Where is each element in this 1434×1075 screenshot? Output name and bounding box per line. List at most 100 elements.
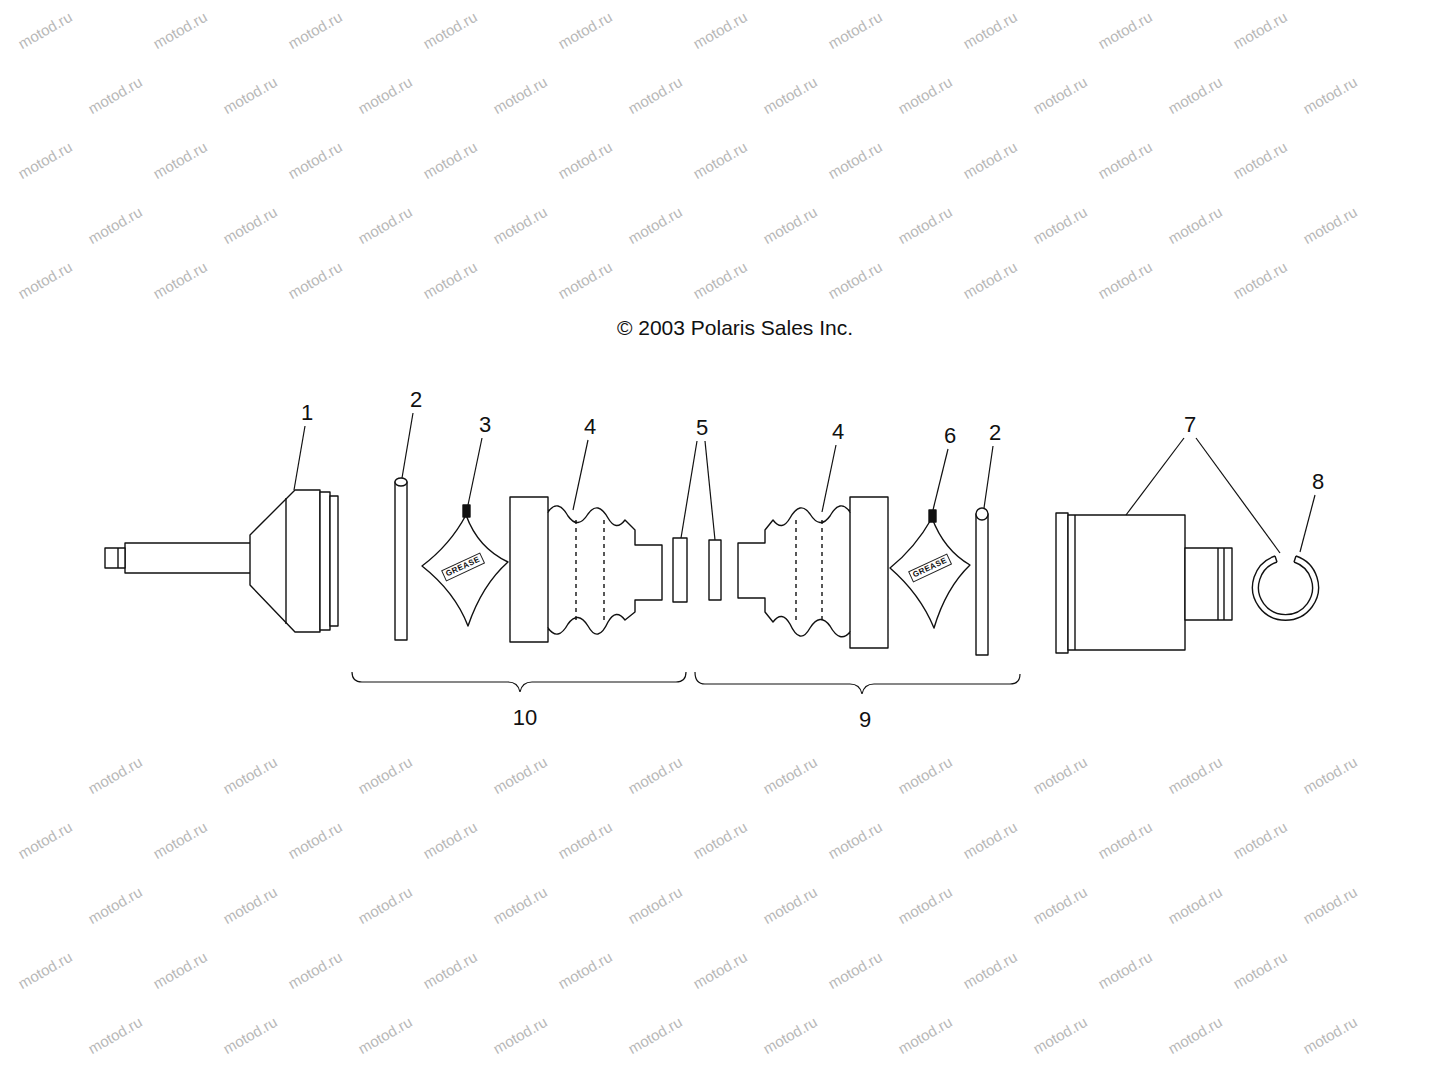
group-number: 9 bbox=[859, 709, 871, 731]
callout-number: 8 bbox=[1312, 471, 1324, 493]
watermark: motod.ru bbox=[961, 139, 1020, 182]
watermark: motod.ru bbox=[421, 9, 480, 52]
watermark: motod.ru bbox=[1166, 884, 1225, 927]
watermark: motod.ru bbox=[1096, 819, 1155, 862]
watermark: motod.ru bbox=[1096, 949, 1155, 992]
watermark: motod.ru bbox=[691, 819, 750, 862]
watermark: motod.ru bbox=[86, 204, 145, 247]
grease-label: GREASE bbox=[908, 554, 952, 583]
small-clamp bbox=[673, 538, 721, 602]
watermark: motod.ru bbox=[151, 949, 210, 992]
watermark: motod.ru bbox=[626, 204, 685, 247]
watermark: motod.ru bbox=[86, 884, 145, 927]
watermark: motod.ru bbox=[86, 74, 145, 117]
watermark: motod.ru bbox=[626, 1014, 685, 1057]
clamp-band bbox=[976, 508, 988, 655]
watermark: motod.ru bbox=[961, 949, 1020, 992]
watermark: motod.ru bbox=[761, 884, 820, 927]
watermark: motod.ru bbox=[1166, 1014, 1225, 1057]
watermark: motod.ru bbox=[286, 949, 345, 992]
watermark: motod.ru bbox=[556, 9, 615, 52]
watermark: motod.ru bbox=[896, 204, 955, 247]
plunging-joint-housing bbox=[1056, 513, 1232, 653]
watermark: motod.ru bbox=[1301, 754, 1360, 797]
grease-packet bbox=[890, 510, 970, 628]
watermark: motod.ru bbox=[356, 74, 415, 117]
watermark: motod.ru bbox=[16, 139, 75, 182]
watermark: motod.ru bbox=[491, 754, 550, 797]
watermark: motod.ru bbox=[691, 949, 750, 992]
watermark: motod.ru bbox=[761, 754, 820, 797]
watermark: motod.ru bbox=[1166, 204, 1225, 247]
watermark: motod.ru bbox=[626, 74, 685, 117]
watermark: motod.ru bbox=[556, 259, 615, 302]
watermark: motod.ru bbox=[961, 9, 1020, 52]
watermark: motod.ru bbox=[1031, 754, 1090, 797]
group-bracket bbox=[352, 672, 1020, 694]
watermark: motod.ru bbox=[1166, 74, 1225, 117]
watermark: motod.ru bbox=[826, 259, 885, 302]
watermark: motod.ru bbox=[826, 819, 885, 862]
snap-ring bbox=[1253, 556, 1319, 620]
watermark: motod.ru bbox=[961, 819, 1020, 862]
watermark: motod.ru bbox=[761, 204, 820, 247]
watermark: motod.ru bbox=[1031, 884, 1090, 927]
watermark: motod.ru bbox=[286, 819, 345, 862]
cv-boot bbox=[510, 497, 662, 642]
watermark: motod.ru bbox=[1301, 1014, 1360, 1057]
watermark: motod.ru bbox=[491, 884, 550, 927]
watermark: motod.ru bbox=[151, 259, 210, 302]
watermark: motod.ru bbox=[961, 259, 1020, 302]
watermark: motod.ru bbox=[86, 1014, 145, 1057]
cv-joint bbox=[105, 490, 338, 632]
watermark: motod.ru bbox=[356, 754, 415, 797]
callout-number: 7 bbox=[1184, 414, 1196, 436]
callout-number: 4 bbox=[584, 416, 596, 438]
watermark: motod.ru bbox=[1096, 259, 1155, 302]
watermark: motod.ru bbox=[86, 754, 145, 797]
watermark: motod.ru bbox=[16, 949, 75, 992]
leader-lines bbox=[294, 413, 1315, 553]
watermark: motod.ru bbox=[421, 259, 480, 302]
watermark: motod.ru bbox=[1301, 74, 1360, 117]
callout-number: 1 bbox=[301, 402, 313, 424]
cv-boot bbox=[738, 497, 888, 648]
watermark: motod.ru bbox=[286, 139, 345, 182]
group-number: 10 bbox=[513, 707, 537, 729]
watermark: motod.ru bbox=[626, 754, 685, 797]
watermark: motod.ru bbox=[1231, 9, 1290, 52]
watermark: motod.ru bbox=[1166, 754, 1225, 797]
watermark: motod.ru bbox=[356, 1014, 415, 1057]
watermark: motod.ru bbox=[491, 204, 550, 247]
watermark: motod.ru bbox=[1031, 1014, 1090, 1057]
watermark: motod.ru bbox=[16, 259, 75, 302]
watermark: motod.ru bbox=[826, 9, 885, 52]
watermark: motod.ru bbox=[221, 204, 280, 247]
watermark: motod.ru bbox=[896, 884, 955, 927]
watermark: motod.ru bbox=[1231, 819, 1290, 862]
callout-number: 3 bbox=[479, 414, 491, 436]
watermark: motod.ru bbox=[221, 1014, 280, 1057]
watermark: motod.ru bbox=[896, 1014, 955, 1057]
watermark: motod.ru bbox=[356, 884, 415, 927]
watermark: motod.ru bbox=[151, 139, 210, 182]
watermark: motod.ru bbox=[221, 74, 280, 117]
watermark: motod.ru bbox=[761, 74, 820, 117]
watermark: motod.ru bbox=[1096, 9, 1155, 52]
watermark: motod.ru bbox=[691, 9, 750, 52]
watermark: motod.ru bbox=[826, 139, 885, 182]
watermark: motod.ru bbox=[151, 9, 210, 52]
watermark: motod.ru bbox=[491, 74, 550, 117]
watermark: motod.ru bbox=[1301, 204, 1360, 247]
watermark: motod.ru bbox=[1231, 139, 1290, 182]
callout-number: 2 bbox=[989, 422, 1001, 444]
callout-number: 6 bbox=[944, 425, 956, 447]
callout-number: 5 bbox=[696, 417, 708, 439]
watermark: motod.ru bbox=[691, 139, 750, 182]
watermark: motod.ru bbox=[1031, 74, 1090, 117]
callout-number: 2 bbox=[410, 389, 422, 411]
watermark: motod.ru bbox=[1231, 949, 1290, 992]
clamp-band bbox=[395, 478, 407, 640]
watermark: motod.ru bbox=[556, 819, 615, 862]
watermark: motod.ru bbox=[421, 139, 480, 182]
